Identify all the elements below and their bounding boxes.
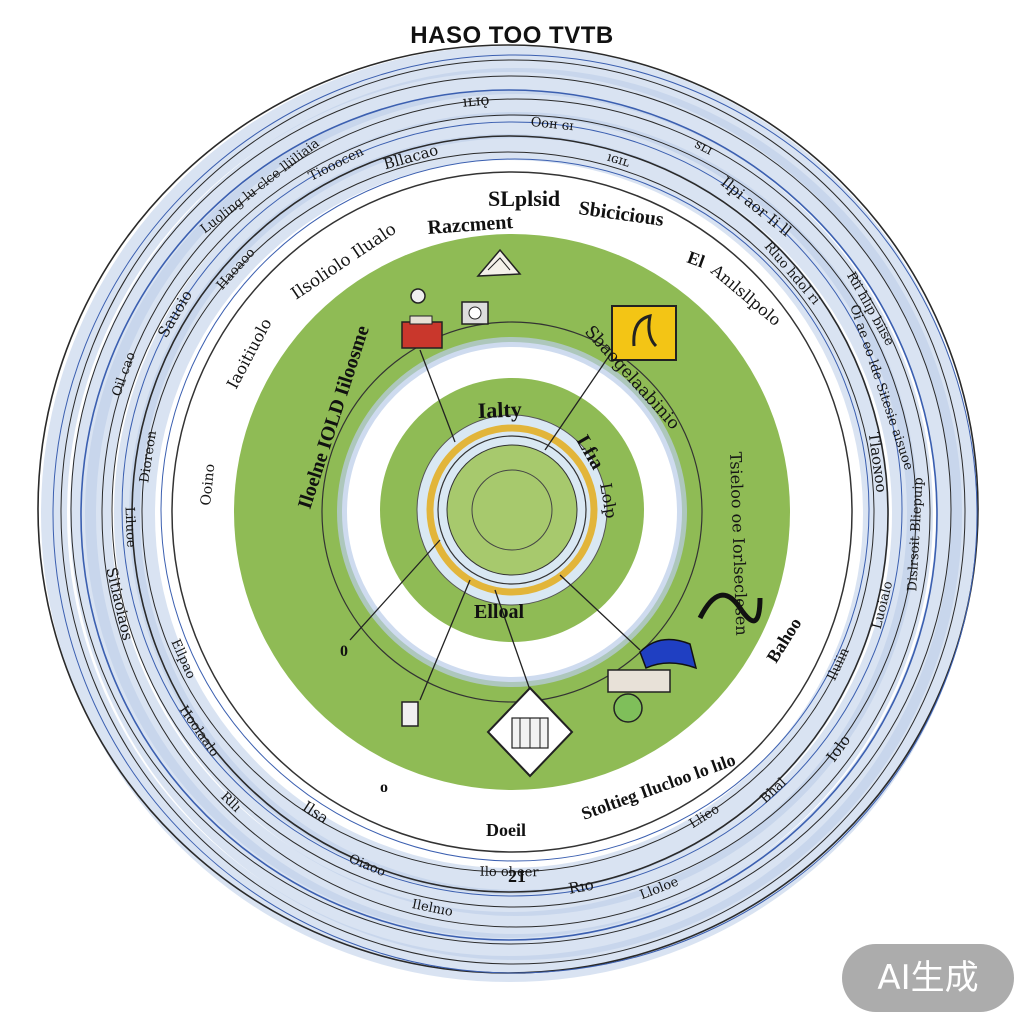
- label-hub-bottom: Elloal: [474, 601, 524, 623]
- yellow-sign-icon: [611, 305, 677, 361]
- ai-generated-badge: AI生成: [842, 944, 1014, 1012]
- diamond-building-icon: [486, 686, 574, 778]
- label-top-center: SLplsid: [488, 186, 560, 211]
- label-hub-top: Ialty: [477, 396, 522, 423]
- ring-line: [60, 59, 966, 965]
- inner-blue-edge: [337, 337, 687, 687]
- outer-label: Dislrsoit Bliepuip: [905, 477, 926, 592]
- green-inner-arc: [321, 321, 703, 703]
- yellow-gear-ring: [426, 424, 598, 596]
- camera-icon: [461, 301, 489, 325]
- outer-label: sʟɪ: [692, 137, 715, 159]
- outer-label: ıɢɪʟ: [605, 150, 631, 171]
- red-machine-icon: [401, 315, 443, 349]
- outer-label: Ooʜ ɢɪ: [530, 115, 574, 134]
- ring-line: [160, 158, 870, 862]
- ring-line: [121, 121, 903, 897]
- figure-icon: [607, 669, 671, 723]
- wash-band: [41, 46, 977, 982]
- wash-band: [85, 90, 933, 938]
- outer-label: Liluoe: [121, 506, 138, 548]
- gear-icon: [410, 288, 426, 304]
- ring-line: [141, 151, 875, 873]
- ring-line: [101, 98, 931, 928]
- hub-core: [446, 444, 578, 576]
- ring-line: [70, 75, 952, 945]
- ring-line: [52, 54, 978, 974]
- ring-line: [80, 89, 938, 941]
- label-small-bottom: 21: [508, 866, 526, 886]
- outer-ring-lines: [37, 44, 979, 974]
- ring-line: [131, 135, 889, 893]
- dark-squiggle-icon: [697, 592, 763, 624]
- yellow-ring-inner-line: [437, 435, 587, 585]
- label-small-dot: o: [380, 779, 388, 796]
- blue-shape-icon: [639, 638, 698, 670]
- lantern-icon: [401, 701, 419, 727]
- pointer-lines: [349, 339, 641, 701]
- ring-line: [111, 114, 917, 908]
- label-bottom: Doeil: [486, 820, 526, 840]
- tent-icon: [476, 248, 522, 277]
- hub-core-inner: [471, 469, 553, 551]
- label-small-right: El: [685, 247, 708, 272]
- wash-band: [70, 68, 962, 960]
- label-small-left: 0: [340, 643, 348, 660]
- outer-label: Rıo: [567, 876, 595, 898]
- label-left-left: Ooino: [198, 463, 218, 506]
- wash-band: [114, 112, 918, 916]
- outer-label: Ilo ol eer: [480, 865, 540, 881]
- outer-label: ıʟɪǫ: [462, 90, 490, 110]
